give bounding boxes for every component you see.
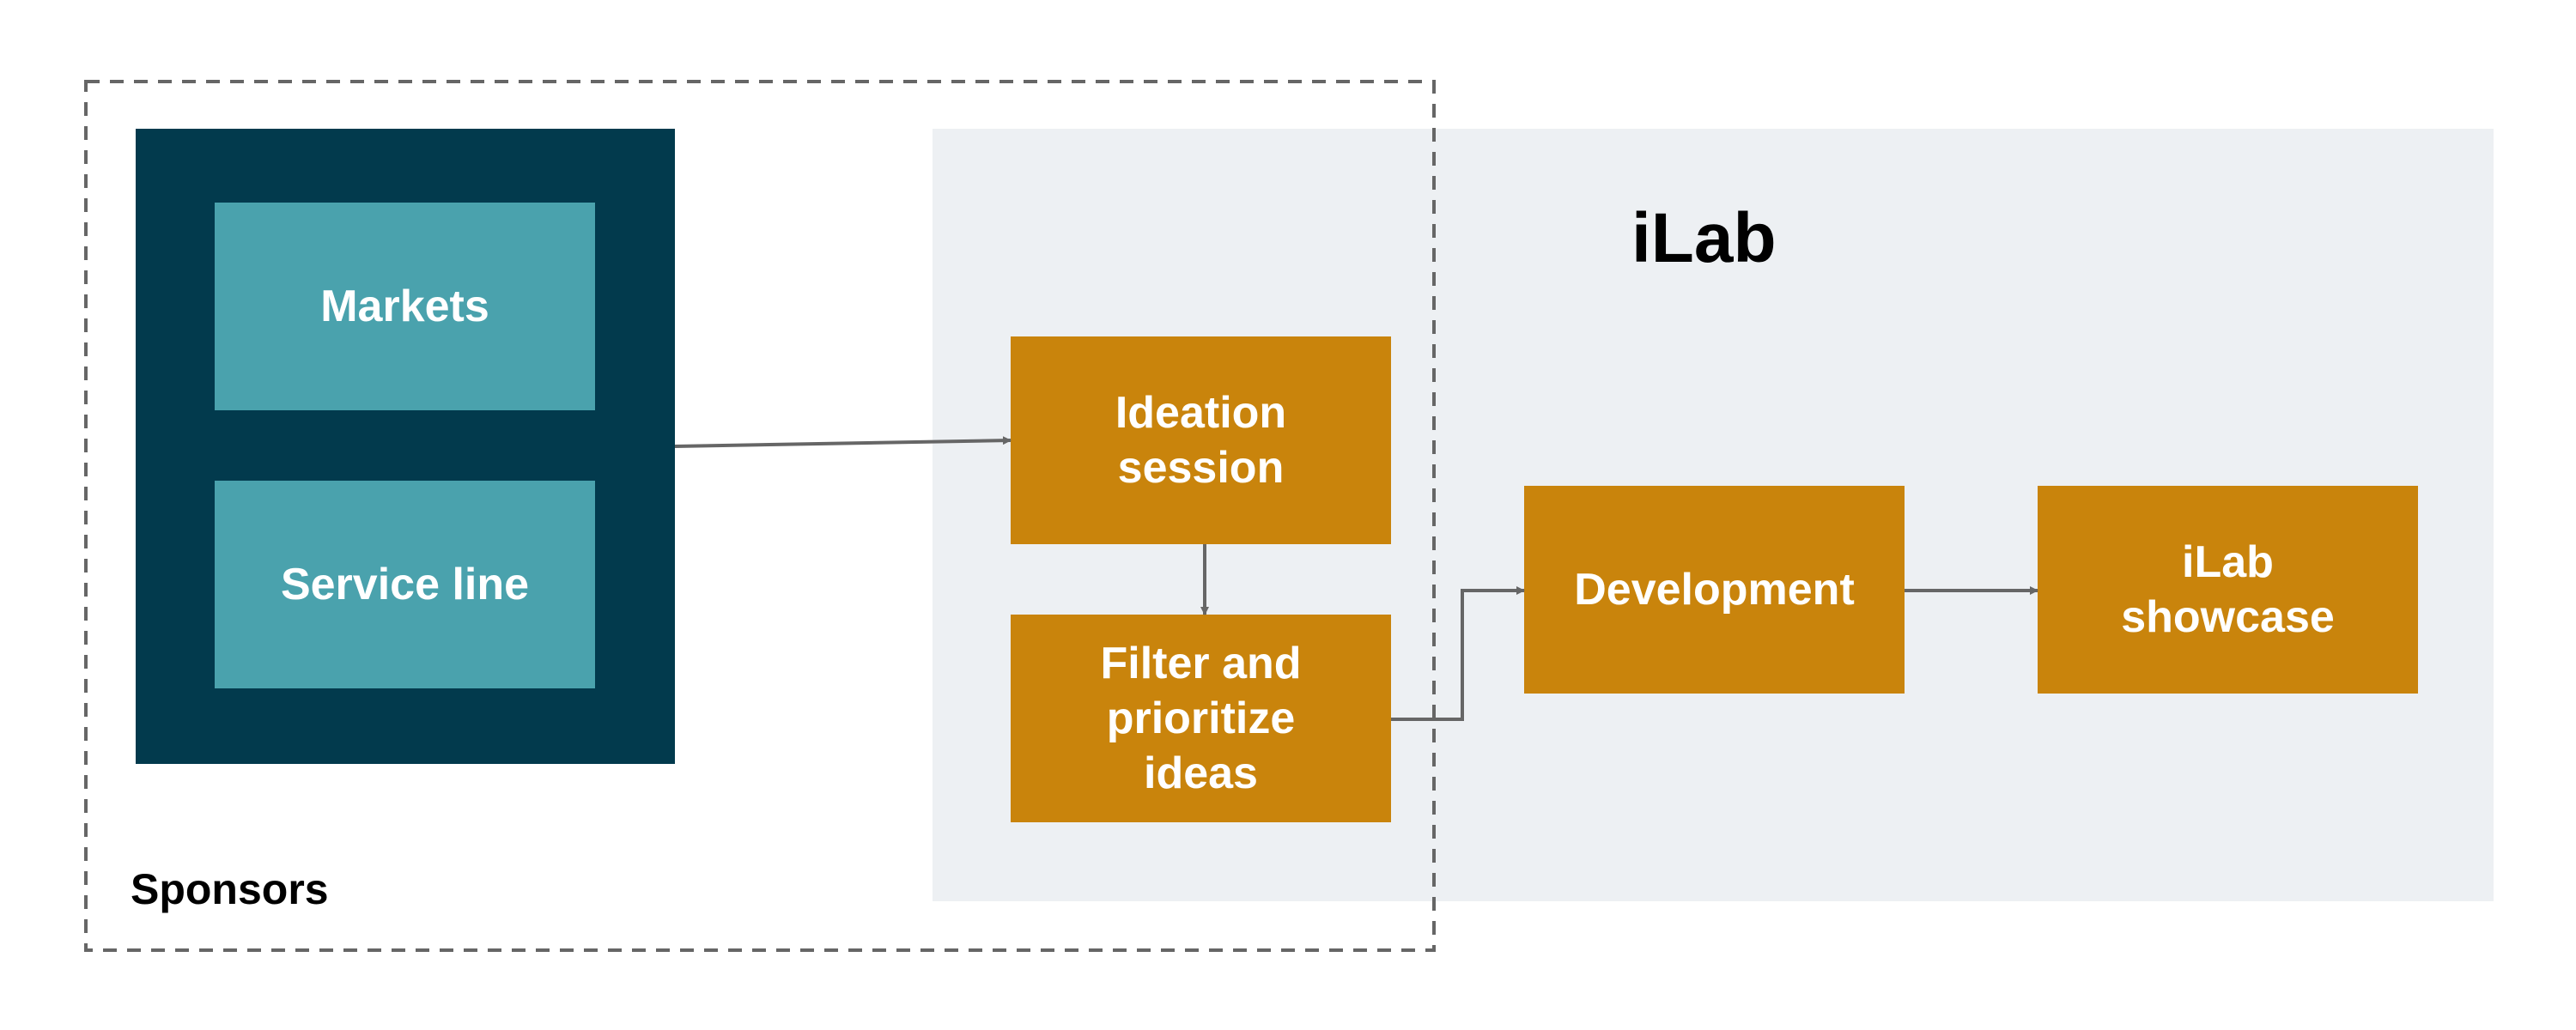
service-line-box: Service line — [215, 481, 595, 688]
sponsors-label: Sponsors — [131, 865, 329, 913]
filter-prioritize-box: Filter and prioritize ideas — [1011, 615, 1391, 822]
ilab-title: iLab — [1631, 199, 1777, 277]
development-box: Development — [1524, 486, 1905, 694]
ilab-showcase-box: iLab showcase — [2038, 486, 2418, 694]
ideation-session-box: Ideation session — [1011, 336, 1391, 544]
markets-box: Markets — [215, 203, 595, 410]
